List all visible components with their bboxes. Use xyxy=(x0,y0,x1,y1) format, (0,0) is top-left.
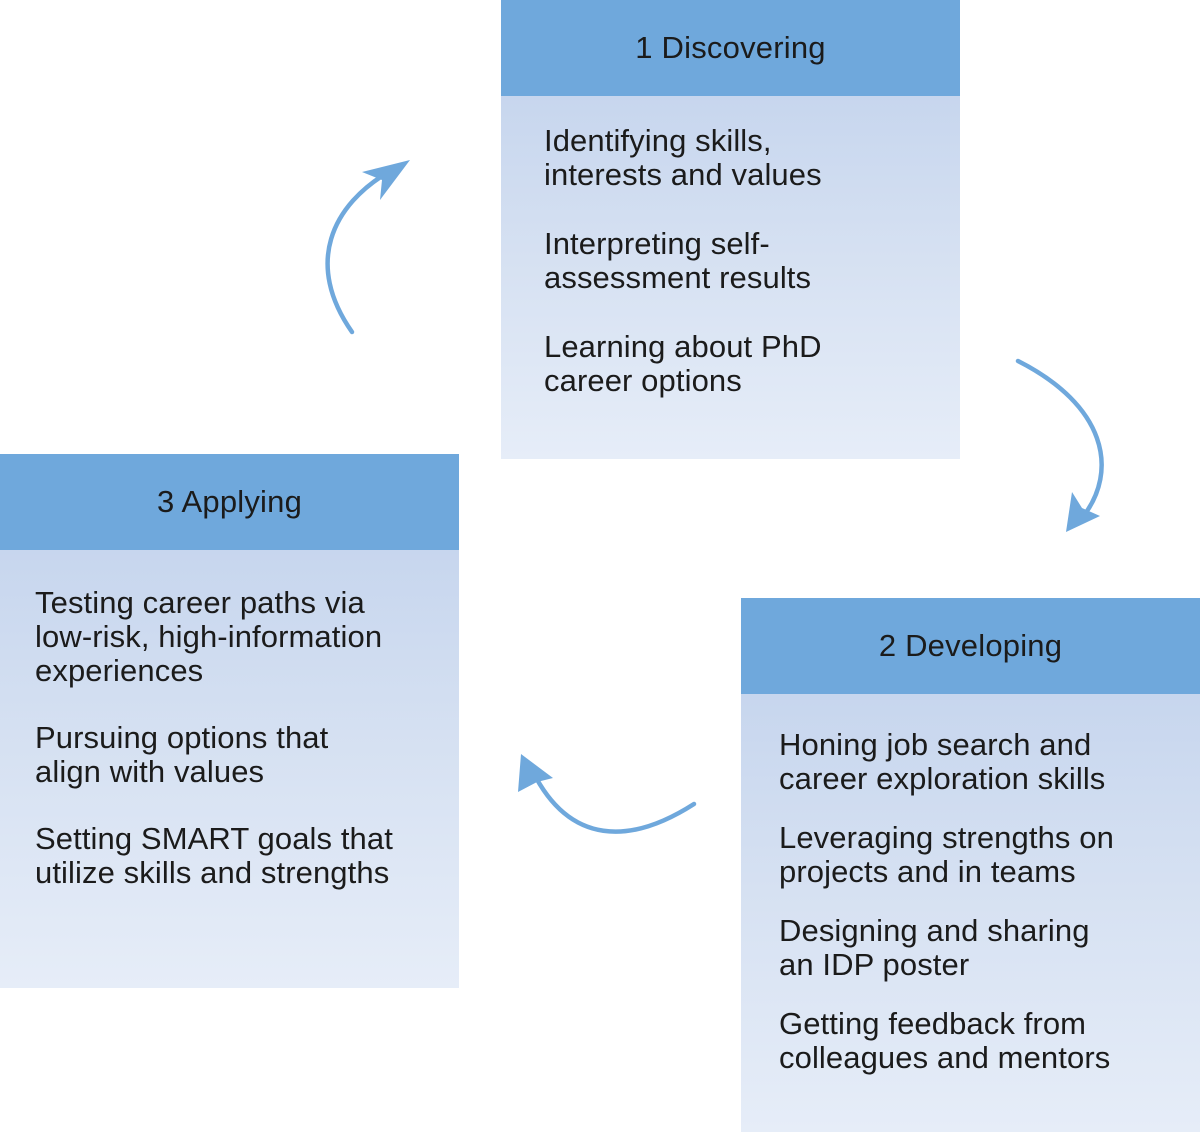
curved-arrow-icon xyxy=(518,754,697,834)
stage-item: Testing career paths via low-risk, high-… xyxy=(35,585,383,688)
stage-body: Testing career paths via low-risk, high-… xyxy=(0,550,459,988)
stage-item: Getting feedback from colleagues and men… xyxy=(779,1006,1111,1075)
stage-item: Leveraging strengths on projects and in … xyxy=(779,820,1114,889)
stage-discovering: 1 Discovering Identifying skills, intere… xyxy=(501,0,960,459)
stage-body: Honing job search and career exploration… xyxy=(741,694,1200,1132)
stage-body: Identifying skills, interests and values… xyxy=(501,96,960,459)
stage-item: Designing and sharing an IDP poster xyxy=(779,913,1090,982)
stage-item: Setting SMART goals that utilize skills … xyxy=(35,821,393,890)
stage-item: Interpreting self- assessment results xyxy=(544,226,812,295)
stage-title: 1 Discovering xyxy=(501,0,960,96)
stage-item: Identifying skills, interests and values xyxy=(544,123,822,192)
stage-item: Pursuing options that align with values xyxy=(35,720,329,789)
stage-title: 3 Applying xyxy=(0,454,459,550)
stage-title: 2 Developing xyxy=(741,598,1200,694)
stage-applying: 3 Applying Testing career paths via low-… xyxy=(0,454,459,988)
stage-developing: 2 Developing Honing job search and caree… xyxy=(741,598,1200,1132)
stage-item: Learning about PhD career options xyxy=(544,329,822,398)
curved-arrow-icon xyxy=(325,160,410,335)
stage-item: Honing job search and career exploration… xyxy=(779,727,1106,796)
curved-arrow-icon xyxy=(1015,358,1104,532)
